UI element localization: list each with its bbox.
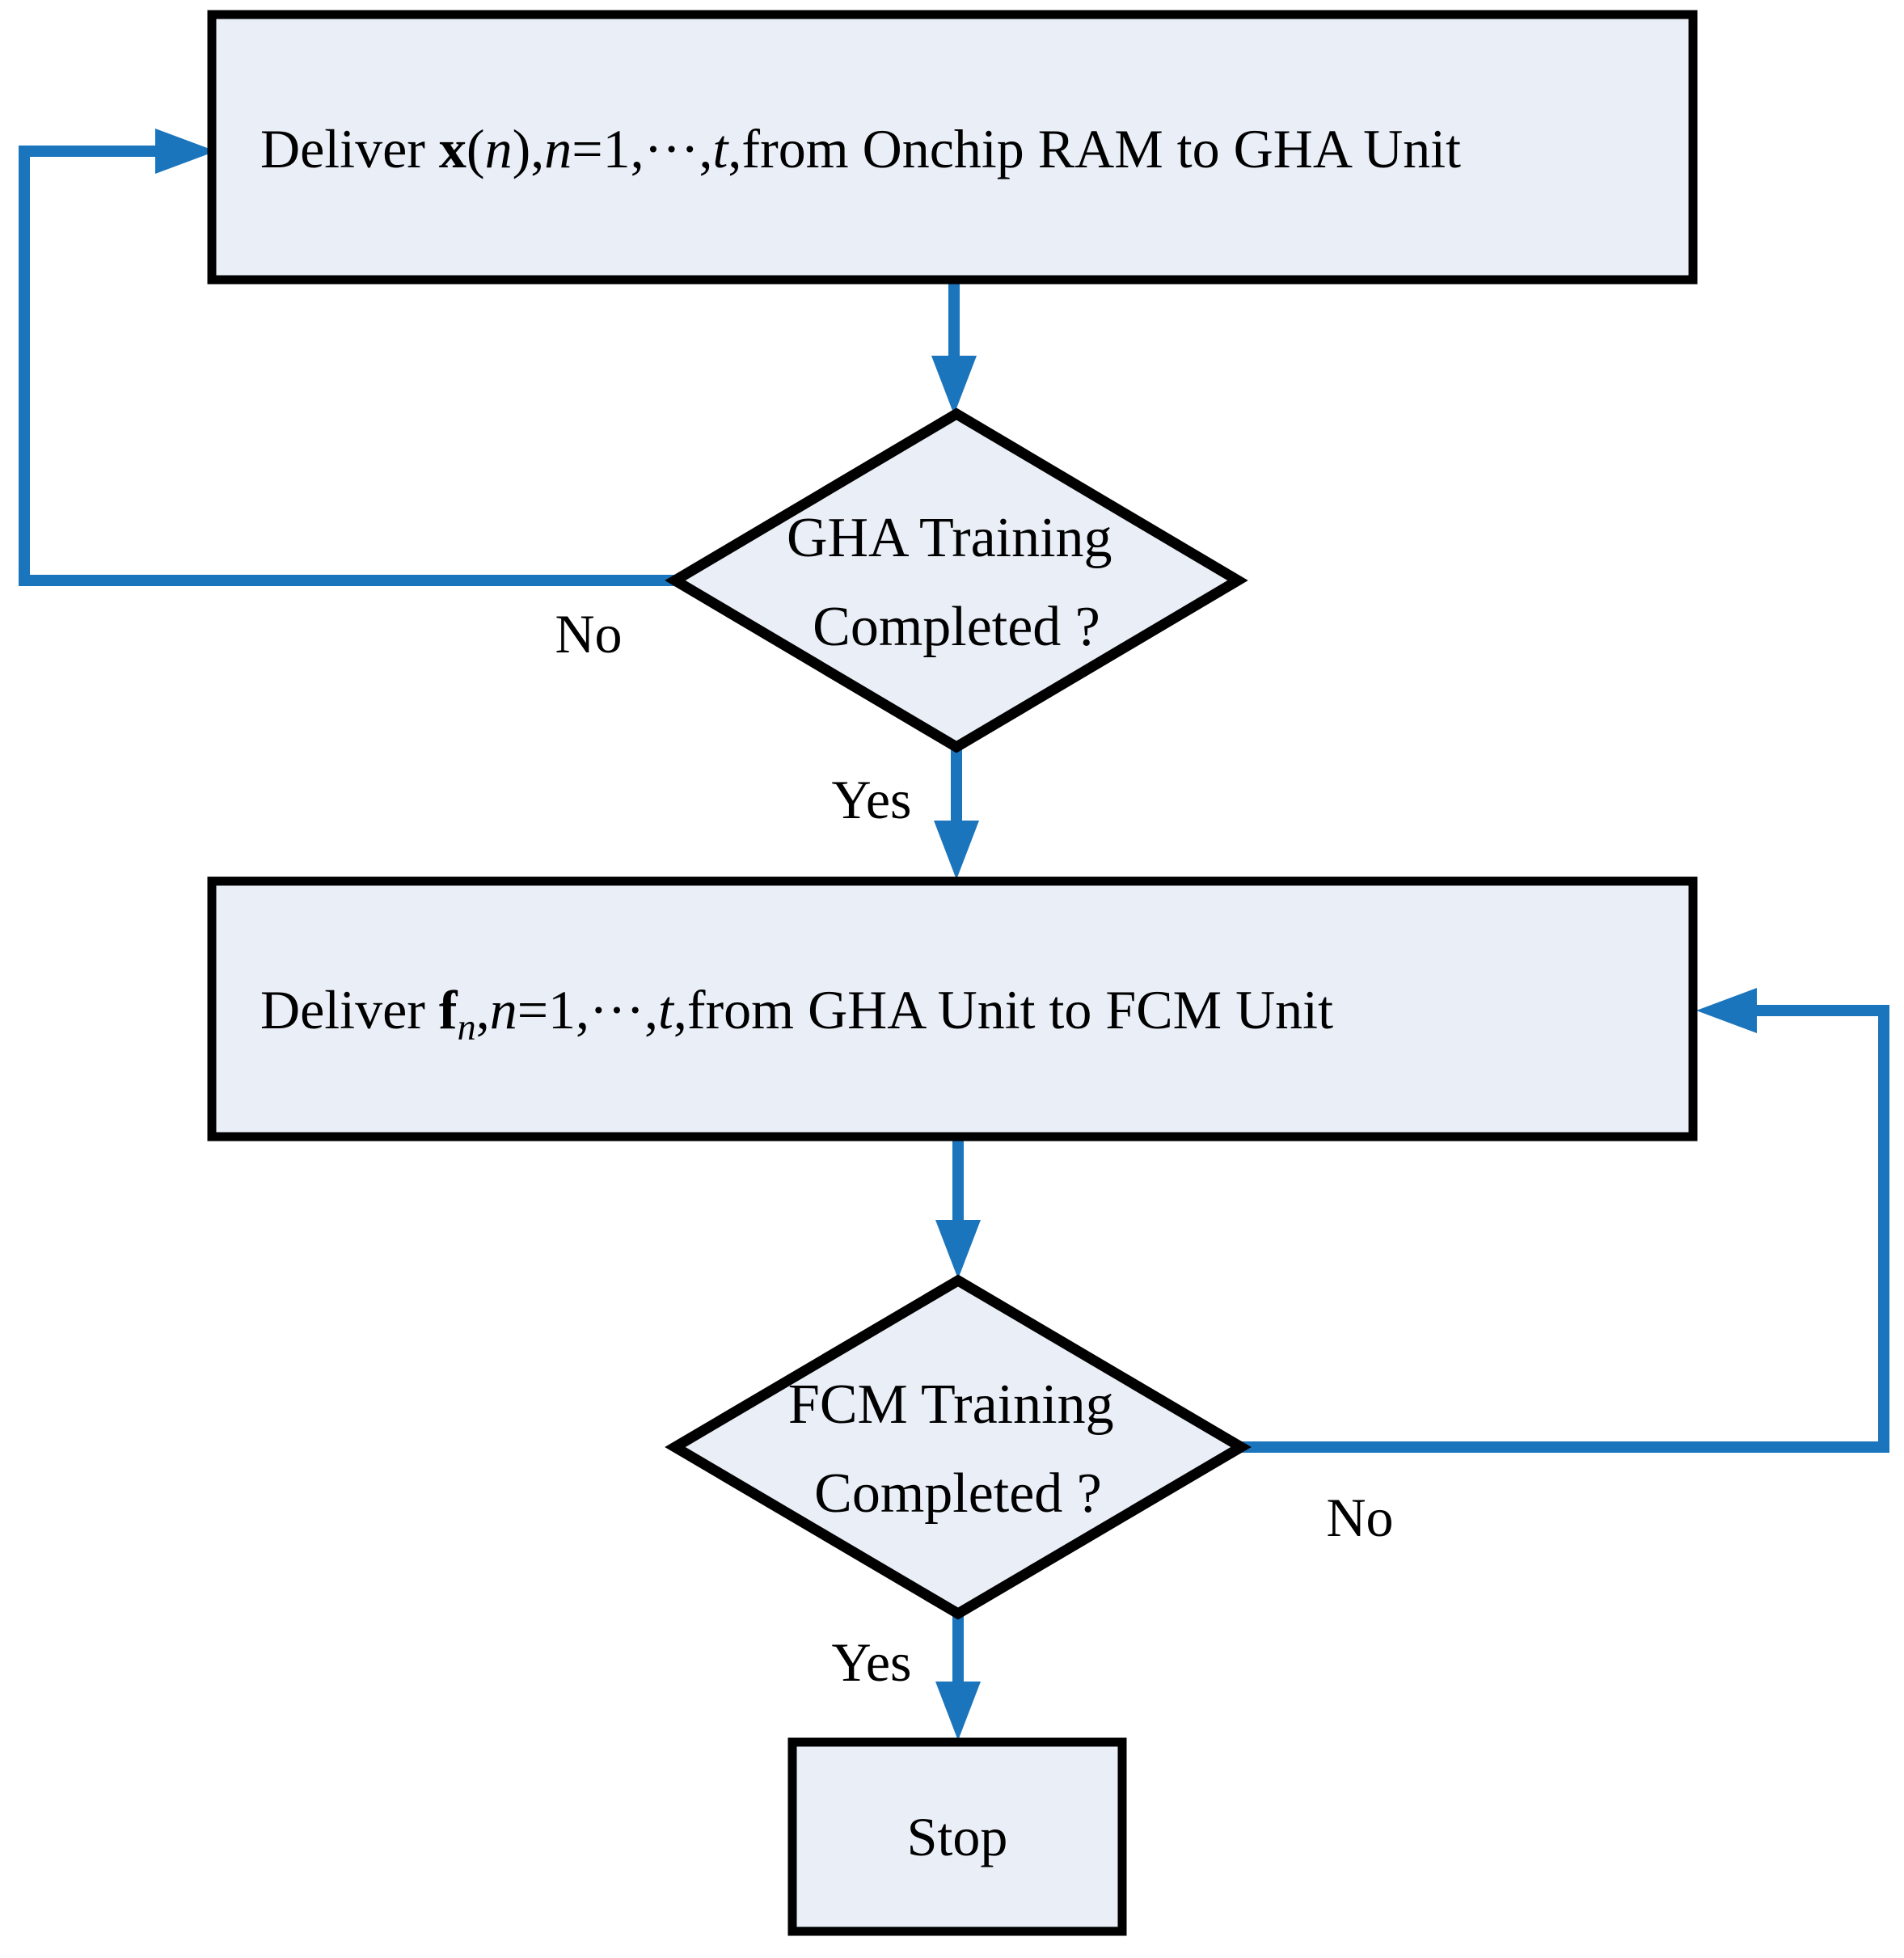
process1-box	[207, 10, 1698, 285]
loop-no1-arrowhead	[155, 129, 216, 174]
arrow-process1-to-decision1-head	[931, 356, 977, 415]
loop-no1-line	[19, 146, 681, 586]
stop-text: Stop	[907, 1806, 1008, 1867]
decision1-line2: Completed ?	[813, 596, 1100, 658]
process1-text: Deliver x(n),n=1,···,t,from Onchip RAM t…	[260, 118, 1461, 179]
decision1-text: GHA Training Completed ?	[787, 507, 1126, 658]
arrow-decision2-yes-to-stop-head	[935, 1682, 981, 1741]
arrow-process2-to-decision2-head	[935, 1220, 981, 1279]
decision1-line1: GHA Training	[787, 507, 1112, 569]
branch-labels: No Yes No Yes	[555, 603, 1393, 1693]
loop-no2-arrowhead	[1696, 988, 1757, 1033]
arrow-decision1-yes-to-process2-head	[934, 821, 979, 880]
decision1-shape	[665, 407, 1248, 753]
shapes: Deliver x(n),n=1,···,t,from Onchip RAM t…	[207, 10, 1698, 1936]
decision2-line1: FCM Training	[788, 1374, 1114, 1436]
decision2-line2: Completed ?	[814, 1462, 1102, 1525]
decision2-shape	[665, 1274, 1252, 1620]
decision2-text: FCM Training Completed ?	[788, 1374, 1128, 1525]
connectors	[19, 129, 1889, 1741]
stop-box	[787, 1737, 1127, 1936]
loop-no2-line	[1235, 1005, 1889, 1453]
process2-text: Deliver fn,n=1,···,t,from GHA Unit to FC…	[260, 979, 1333, 1049]
label-no-2: No	[1326, 1487, 1393, 1548]
label-no-1: No	[555, 603, 622, 665]
process2-box	[207, 876, 1698, 1141]
label-yes-1: Yes	[832, 769, 912, 830]
label-yes-2: Yes	[832, 1631, 912, 1693]
